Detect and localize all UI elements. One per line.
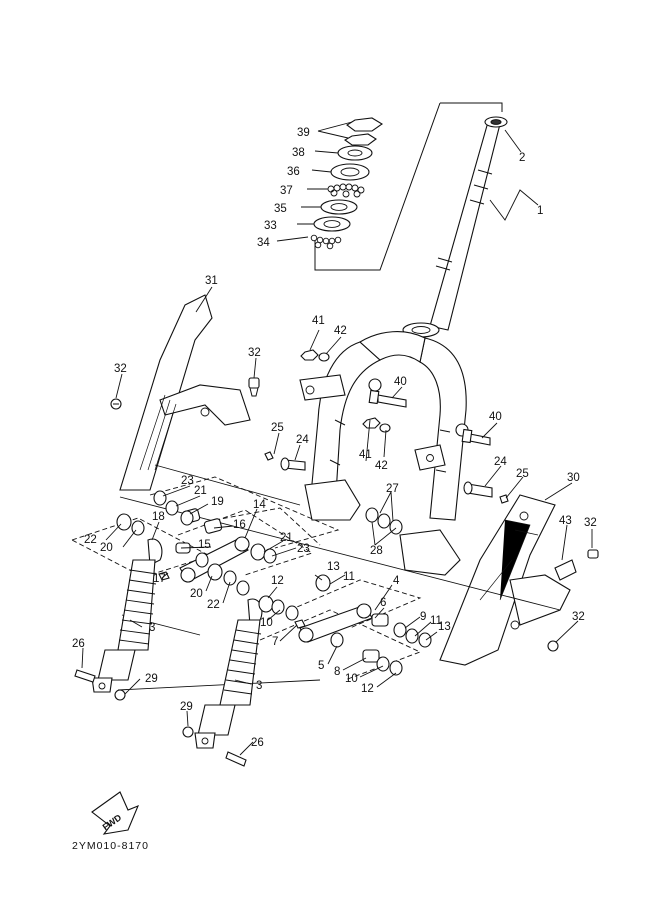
callout-22: 22 <box>84 534 97 546</box>
steering-stem <box>314 102 508 338</box>
screw-32-left <box>110 398 122 410</box>
callout-26: 26 <box>72 638 85 650</box>
callout-9: 9 <box>420 611 426 623</box>
callout-32: 32 <box>114 363 127 375</box>
callout-12: 12 <box>361 683 374 695</box>
washers-27-28 <box>365 507 403 535</box>
callout-25: 25 <box>271 422 284 434</box>
callout-11: 11 <box>430 615 442 627</box>
callout-42: 42 <box>375 460 388 472</box>
callout-4: 4 <box>393 575 400 587</box>
bolt-40-right <box>461 428 491 446</box>
catalog-code: 2YM010-8170 <box>72 840 149 852</box>
callout-40: 40 <box>489 411 502 423</box>
head-bearing-stack <box>310 117 384 250</box>
callout-13: 13 <box>438 621 451 633</box>
callout-28: 28 <box>370 545 383 557</box>
callout-1: 1 <box>537 205 543 217</box>
callout-2: 2 <box>519 152 525 164</box>
callout-26: 26 <box>251 737 264 749</box>
callout-12: 12 <box>271 575 284 587</box>
callout-7: 7 <box>272 636 278 648</box>
bracket-43 <box>554 559 577 581</box>
callout-31: 31 <box>205 275 218 287</box>
callout-18: 18 <box>152 511 165 523</box>
fasteners-26-29 <box>74 669 247 767</box>
callout-17: 17 <box>153 573 166 585</box>
callout-23: 23 <box>181 475 194 487</box>
shock-absorber-left <box>91 538 163 693</box>
callout-30: 30 <box>567 472 580 484</box>
callout-21: 21 <box>194 485 207 497</box>
callout-5: 5 <box>318 660 324 672</box>
bolt-24-left <box>264 451 306 471</box>
callout-29: 29 <box>145 673 158 685</box>
callout-35: 35 <box>274 203 287 215</box>
callout-10: 10 <box>260 617 273 629</box>
callout-3: 3 <box>256 680 262 692</box>
callout-32: 32 <box>584 517 597 529</box>
callout-33: 33 <box>264 220 277 232</box>
callout-39: 39 <box>297 127 310 139</box>
callout-38: 38 <box>292 147 305 159</box>
callout-37: 37 <box>280 185 293 197</box>
callout-41: 41 <box>359 449 372 461</box>
shock-absorber-right <box>194 598 263 749</box>
nut-washer-group <box>300 349 391 433</box>
callout-24: 24 <box>494 456 507 468</box>
callout-3: 3 <box>149 622 155 634</box>
callout-16: 16 <box>233 519 246 531</box>
callout-32: 32 <box>572 611 585 623</box>
callouts: 1 2 3 3 4 5 6 7 8 9 10 10 11 11 12 12 13… <box>72 127 597 749</box>
callout-11: 11 <box>343 571 355 583</box>
fwd-arrow-badge: FWD <box>91 791 140 835</box>
callout-21: 21 <box>280 532 293 544</box>
side-cover-30 <box>439 494 571 666</box>
callout-40: 40 <box>394 376 407 388</box>
bolt-40-left <box>368 389 407 408</box>
callout-14: 14 <box>253 499 266 511</box>
link-assembly-lower <box>294 603 389 663</box>
callout-24: 24 <box>296 434 309 446</box>
callout-36: 36 <box>287 166 300 178</box>
callout-20: 20 <box>100 542 113 554</box>
callout-27: 27 <box>386 483 399 495</box>
callout-20: 20 <box>190 588 203 600</box>
callout-43: 43 <box>559 515 572 527</box>
leader-lines <box>81 121 593 756</box>
washers-upper <box>116 490 277 596</box>
callout-34: 34 <box>257 237 270 249</box>
screw-32-mid <box>248 377 260 397</box>
callout-6: 6 <box>380 597 386 609</box>
callout-10: 10 <box>345 673 358 685</box>
front-fork <box>299 331 469 576</box>
callout-13: 13 <box>327 561 340 573</box>
callout-15: 15 <box>198 539 211 551</box>
callout-19: 19 <box>211 496 224 508</box>
washers-lower <box>258 574 432 676</box>
callout-23: 23 <box>297 543 310 555</box>
callout-32: 32 <box>248 347 261 359</box>
bolt-24-right <box>463 481 509 504</box>
callout-42: 42 <box>334 325 347 337</box>
screw-32-right <box>547 549 599 652</box>
callout-41: 41 <box>312 315 325 327</box>
callout-29: 29 <box>180 701 193 713</box>
callout-25: 25 <box>516 468 529 480</box>
front-cover-31 <box>119 294 251 491</box>
callout-22: 22 <box>207 599 220 611</box>
callout-8: 8 <box>334 666 340 678</box>
